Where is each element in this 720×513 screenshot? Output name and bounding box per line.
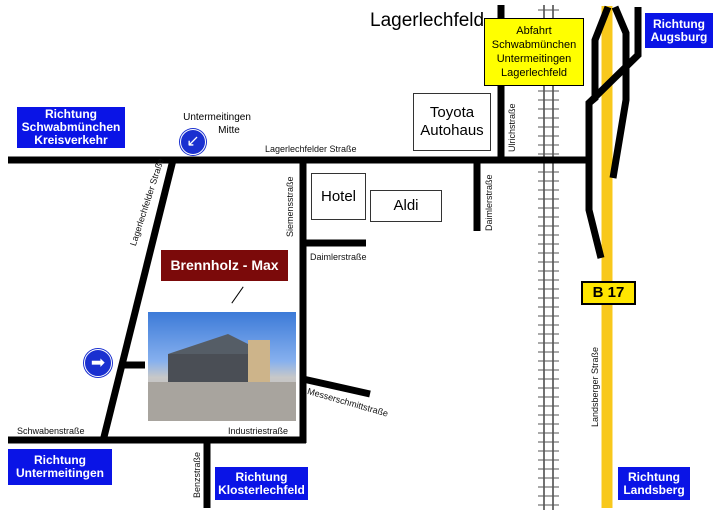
building-line: Autohaus <box>420 122 484 139</box>
sign-richtung-landsberg: Richtung Landsberg <box>618 467 690 500</box>
barn-side <box>248 340 270 382</box>
street-label-ulrich: Ulrichstraße <box>507 103 517 152</box>
building-aldi: Aldi <box>370 190 442 222</box>
business-label: Brennholz - Max <box>161 250 288 281</box>
direction-arrow-icon: ➡ <box>84 349 112 377</box>
sign-richtung-schwabmuenchen: Richtung Schwabmünchen Kreisverkehr <box>17 107 125 148</box>
street-label-industrie: Industriestraße <box>228 426 289 436</box>
barn-wall <box>168 354 248 382</box>
road-lagerlechfelder-diagonal <box>99 159 177 442</box>
sign-line: Kreisverkehr <box>34 133 108 147</box>
business-photo <box>148 312 296 421</box>
building-toyota: Toyota Autohaus <box>413 93 491 151</box>
sign-line: Schwabmünchen <box>491 39 577 51</box>
sign-line: Untermeitingen <box>15 466 104 480</box>
sign-line: Richtung <box>653 16 705 31</box>
sign-richtung-augsburg: Richtung Augsburg <box>645 13 713 48</box>
sign-abfahrt: Abfahrt Schwabmünchen Untermeitingen Lag… <box>484 18 584 86</box>
street-label-lagerlechfelder: Lagerlechfelder Straße <box>265 144 357 154</box>
sign-line: Untermeitingen <box>496 53 572 65</box>
street-label-schwaben: Schwabenstraße <box>17 426 85 436</box>
building-hotel: Hotel <box>311 173 366 220</box>
sign-richtung-klosterlechfeld: Richtung Klosterlechfeld <box>215 467 308 500</box>
label-line: Untermeitingen <box>183 112 251 123</box>
sign-line: Richtung <box>628 469 680 484</box>
street-label-landsberger: Landsberger Straße <box>590 346 600 427</box>
sign-line: Abfahrt <box>516 25 552 37</box>
sign-richtung-untermeitingen: Richtung Untermeitingen <box>8 449 112 485</box>
sign-line: Landsberg <box>623 482 685 497</box>
road-messerschmitt <box>302 375 371 398</box>
town-label: Lagerlechfeld <box>370 10 485 31</box>
sign-line: Lagerlechfeld <box>500 67 568 79</box>
building-line: Toyota <box>429 104 475 121</box>
gravel <box>148 382 296 421</box>
sign-line: Schwabmünchen <box>21 120 121 134</box>
street-label-daimler-left: Daimlerstraße <box>310 252 367 262</box>
street-label-benz: Benzstraße <box>192 451 202 498</box>
b17-sign: B 17 <box>581 281 636 305</box>
ramp-east <box>609 5 630 179</box>
street-label-siemens: Siemensstraße <box>285 176 295 237</box>
roundabout-label: Untermeitingen Mitte <box>176 111 258 137</box>
keep-left-arrow-icon: ↙ <box>180 129 206 155</box>
sign-line: Richtung <box>235 469 288 484</box>
barn-roof <box>168 334 268 354</box>
ramp-connector <box>586 7 642 106</box>
sign-line: Augsburg <box>650 29 708 44</box>
sign-line: Richtung <box>45 107 97 121</box>
sign-line: Richtung <box>34 453 86 467</box>
label-line: Mitte <box>218 125 240 136</box>
street-label-daimler-right: Daimlerstraße <box>484 174 494 231</box>
sign-line: Klosterlechfeld <box>218 482 305 497</box>
